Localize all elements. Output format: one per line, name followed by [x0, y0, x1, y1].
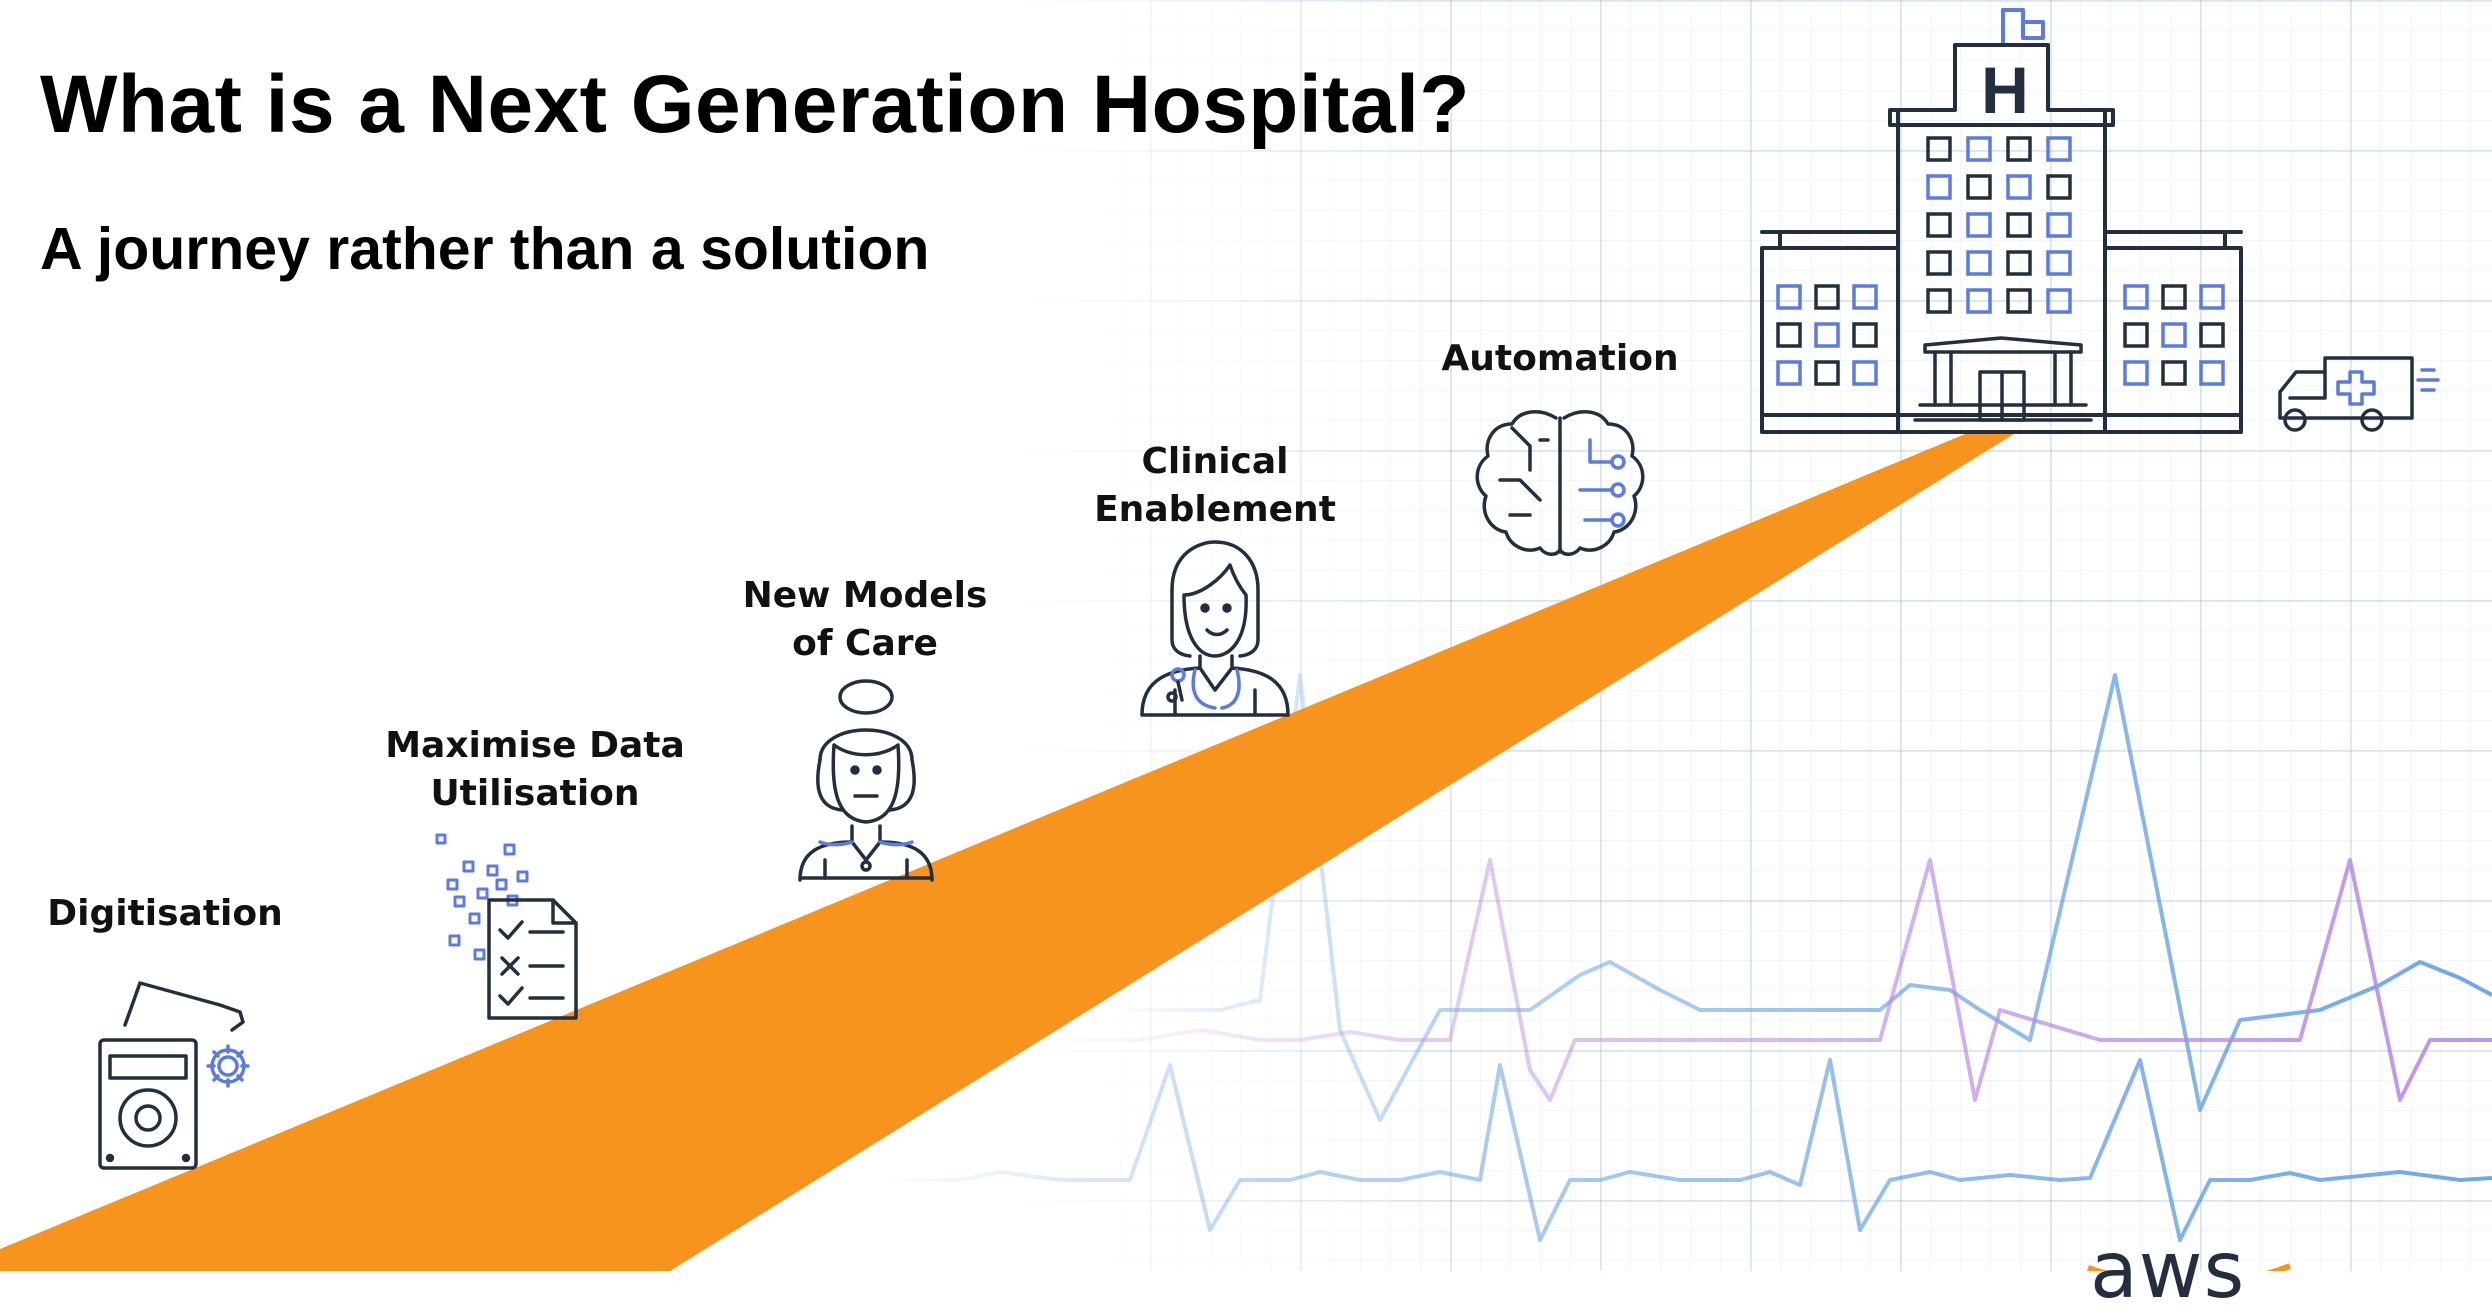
hospital-building-icon — [1760, 8, 2243, 434]
aws-logo-text: aws — [2090, 1226, 2246, 1316]
hospital-window — [1926, 174, 1952, 200]
ecg-line-purple — [1040, 858, 2492, 1102]
hospital-window — [1776, 360, 1802, 386]
hospital-window — [1966, 174, 1992, 200]
page-title: What is a Next Generation Hospital? — [40, 59, 1470, 150]
ambulance-icon — [2278, 356, 2440, 432]
step-label-line: Automation — [1441, 338, 1679, 379]
hospital-window — [1814, 360, 1840, 386]
hospital-window — [2123, 360, 2149, 386]
step-label-line: Utilisation — [430, 773, 640, 814]
nurse-icon — [798, 679, 934, 882]
step-label-line: of Care — [792, 623, 938, 664]
slide-scene — [0, 8, 2492, 1271]
hospital-windows — [1776, 136, 2225, 386]
hospital-sign-letter: H — [1981, 55, 2029, 125]
hospital-window — [1776, 322, 1802, 348]
hospital-window — [2006, 174, 2032, 200]
data-checklist-icon — [435, 833, 578, 1020]
hospital-window — [1814, 322, 1840, 348]
step-label-digitisation: Digitisation — [40, 890, 290, 938]
hospital-sign: H — [1981, 55, 2029, 125]
grid-background — [1000, 0, 2492, 1271]
hospital-window — [2046, 174, 2072, 200]
hospital-window — [2161, 284, 2187, 310]
step-label-line: New Models — [742, 575, 988, 616]
ecg-line-blue-bottom — [880, 1058, 2492, 1242]
hospital-window — [2046, 288, 2072, 314]
step-label-line: Enablement — [1094, 489, 1336, 530]
hospital-window — [1966, 136, 1992, 162]
ai-brain-icon — [1475, 410, 1645, 556]
hospital-window — [1926, 136, 1952, 162]
hospital-window — [2006, 212, 2032, 238]
hospital-window — [1852, 322, 1878, 348]
hospital-window — [2006, 250, 2032, 276]
step-label-line: Digitisation — [47, 893, 283, 934]
hospital-window — [1966, 250, 1992, 276]
hospital-window — [2161, 322, 2187, 348]
doctor-icon — [1140, 540, 1290, 717]
hospital-window — [2199, 322, 2225, 348]
hospital-window — [1776, 284, 1802, 310]
step-label-clinical: Clinical Enablement — [1080, 438, 1350, 534]
hospital-window — [1926, 288, 1952, 314]
hospital-window — [1926, 250, 1952, 276]
step-label-maximise-data: Maximise Data Utilisation — [370, 722, 700, 818]
hospital-window — [2046, 212, 2072, 238]
hospital-window — [2006, 288, 2032, 314]
step-label-line: Clinical — [1141, 441, 1289, 482]
hospital-window — [2006, 136, 2032, 162]
hospital-window — [2199, 284, 2225, 310]
journey-road — [0, 432, 2017, 1271]
hospital-window — [1852, 284, 1878, 310]
hospital-window — [1926, 212, 1952, 238]
hard-drive-gear-icon — [98, 981, 250, 1170]
hospital-window — [1852, 360, 1878, 386]
hospital-window — [1814, 284, 1840, 310]
hospital-window — [2046, 250, 2072, 276]
hospital-window — [2123, 284, 2149, 310]
hospital-window — [2123, 322, 2149, 348]
hospital-window — [2046, 136, 2072, 162]
hospital-window — [1966, 288, 1992, 314]
step-label-new-models: New Models of Care — [720, 572, 1010, 668]
hospital-window — [2199, 360, 2225, 386]
page-subtitle: A journey rather than a solution — [40, 216, 930, 282]
step-label-automation: Automation — [1420, 335, 1700, 383]
hospital-window — [2161, 360, 2187, 386]
hospital-window — [1966, 212, 1992, 238]
step-label-line: Maximise Data — [385, 725, 685, 766]
